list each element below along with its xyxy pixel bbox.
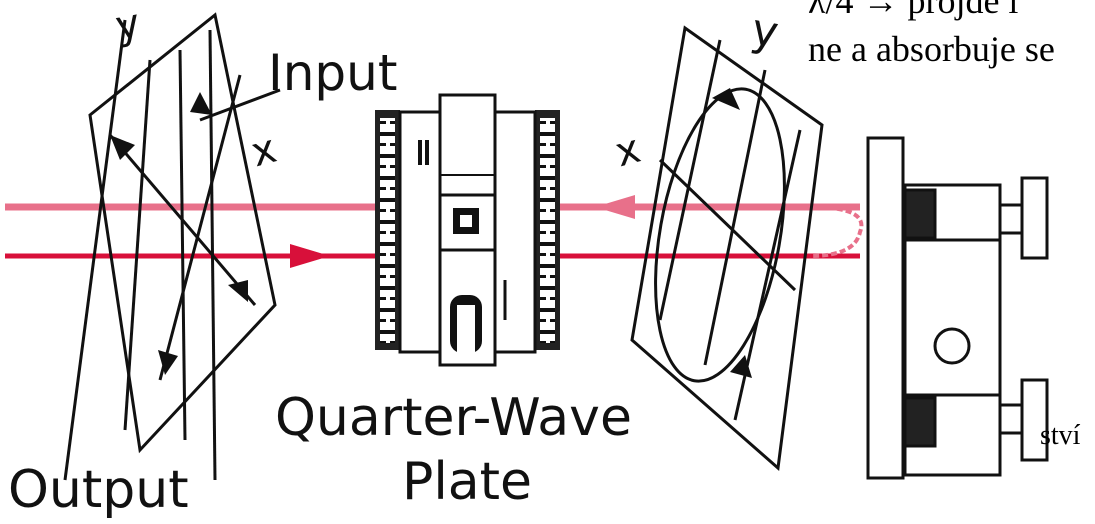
polarization-arrow-2 <box>228 280 248 302</box>
arrow-upper-left <box>595 195 635 219</box>
mirror-mount <box>868 138 1047 478</box>
input-label: Input <box>268 44 397 102</box>
plate-label: Plate <box>402 452 532 512</box>
output-label: Output <box>8 460 189 520</box>
quarter-wave-label: Quarter-Wave <box>275 388 632 448</box>
overlay-text-bottom: ství <box>1040 420 1080 452</box>
overlay-text-line-1: λ/4 → projde i <box>808 0 1018 22</box>
arrow-lower-right <box>290 244 330 268</box>
left-polarization-plane <box>65 15 280 480</box>
polarization-arrow-3 <box>190 92 212 115</box>
circular-arrow-top <box>712 88 740 110</box>
quarter-wave-plate <box>375 95 560 365</box>
polarization-arrow-1 <box>110 135 135 160</box>
overlay-text-line-2: ne a absorbuje se <box>808 28 1055 70</box>
beam-return-loop <box>810 207 861 256</box>
